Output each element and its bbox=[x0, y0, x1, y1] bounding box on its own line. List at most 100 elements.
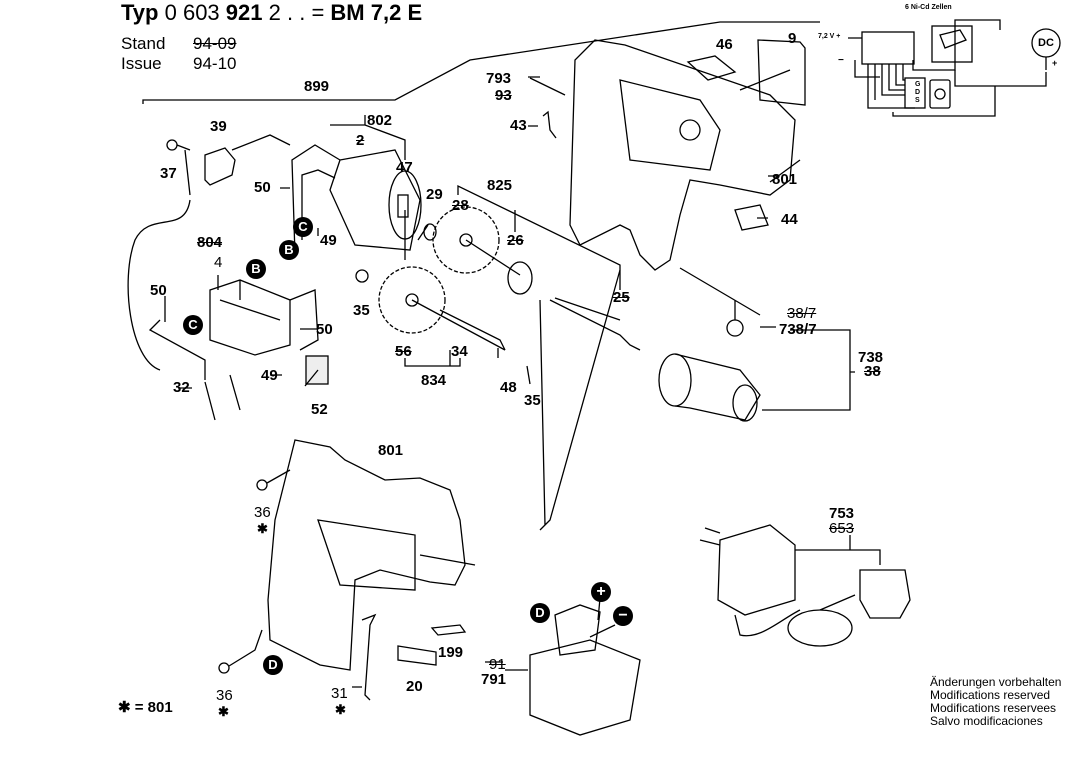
part-label-35-left: 35 bbox=[353, 302, 370, 319]
chuck-drawing bbox=[658, 353, 761, 422]
housing-half-left bbox=[267, 439, 476, 671]
typ-number-light: 0 603 bbox=[164, 0, 220, 25]
part-label-50-motor: 50 bbox=[254, 179, 271, 196]
part-label-31: 31 bbox=[331, 685, 348, 702]
gear-drawings bbox=[355, 206, 533, 351]
circuit-title: 6 Ni-Cd Zellen bbox=[905, 4, 952, 11]
wire-49 bbox=[301, 169, 336, 240]
part-label-49-switch: 49 bbox=[261, 367, 278, 384]
part-label-36-bottom: 36 bbox=[216, 687, 233, 704]
part-label-35-right: 35 bbox=[524, 392, 541, 409]
spindle-drawing bbox=[549, 297, 641, 351]
circuit-voltage-plus: 7,2 V + bbox=[818, 33, 841, 40]
circuit-pin-d: D bbox=[915, 89, 921, 96]
part-label-793: 793 bbox=[486, 70, 512, 87]
part-44-drawing bbox=[734, 204, 769, 231]
part-label-46: 46 bbox=[716, 36, 733, 53]
bracket-899 bbox=[142, 21, 820, 104]
stand-value: 94-09 bbox=[193, 34, 237, 53]
part-label-804: 804 bbox=[197, 234, 223, 251]
circuit-diagram bbox=[848, 19, 1061, 117]
star-mark-31: ✱ bbox=[335, 702, 346, 717]
part-label-2: 2 bbox=[356, 132, 365, 149]
part-label-38-7: 38/7 bbox=[787, 305, 817, 322]
part-label-44: 44 bbox=[781, 211, 798, 228]
part-label-801-housing-right: 801 bbox=[772, 171, 798, 188]
part-31-drawing bbox=[361, 613, 377, 701]
model-title: Typ 0 603 921 2 . . = BM 7,2 E bbox=[121, 0, 422, 26]
marker-b-switch: B bbox=[246, 259, 266, 279]
wire-50 bbox=[291, 144, 341, 256]
chuck-key-drawing bbox=[679, 267, 761, 320]
charger-drawing bbox=[699, 524, 911, 647]
marker-c-switch: C bbox=[183, 315, 203, 335]
part-label-899: 899 bbox=[304, 78, 330, 95]
housing-half-right bbox=[569, 39, 796, 271]
part-label-48: 48 bbox=[500, 379, 517, 396]
marker-b-motor: B bbox=[279, 240, 299, 260]
note-spanish: Salvo modificaciones bbox=[930, 714, 1043, 728]
part-label-32: 32 bbox=[173, 379, 190, 396]
part-label-753: 753 bbox=[829, 505, 855, 522]
part-label-791: 791 bbox=[481, 671, 507, 688]
label-199-drawing bbox=[430, 624, 467, 636]
part-label-49-motor: 49 bbox=[320, 232, 337, 249]
part-label-802: 802 bbox=[367, 112, 393, 129]
part-label-28: 28 bbox=[452, 197, 469, 214]
part-label-34: 34 bbox=[451, 343, 468, 360]
issue-label: Issue bbox=[121, 54, 162, 73]
part-label-39: 39 bbox=[210, 118, 227, 135]
part-label-26: 26 bbox=[507, 232, 524, 249]
marker-minus-terminal: − bbox=[613, 606, 633, 626]
part-label-52: 52 bbox=[311, 401, 328, 418]
bracket-738 bbox=[762, 329, 855, 411]
part-label-834: 834 bbox=[421, 372, 447, 389]
circuit-minus: − bbox=[838, 55, 844, 66]
part-label-199: 199 bbox=[438, 644, 464, 661]
bracket-753 bbox=[795, 535, 881, 565]
part-label-29: 29 bbox=[426, 186, 443, 203]
marker-d-housing: D bbox=[263, 655, 283, 675]
typ-suffix: 2 . . = bbox=[268, 0, 325, 25]
part-label-43: 43 bbox=[510, 117, 527, 134]
part-label-9: 9 bbox=[788, 30, 797, 47]
bracket-825 bbox=[457, 184, 621, 290]
note-french: Modifications reservees bbox=[930, 701, 1057, 715]
part-label-801-housing-left: 801 bbox=[378, 442, 404, 459]
part-label-37: 37 bbox=[160, 165, 177, 182]
part-label-56: 56 bbox=[395, 343, 412, 360]
part-label-20: 20 bbox=[406, 678, 423, 695]
part-label-93: 93 bbox=[495, 87, 512, 104]
label-20-drawing bbox=[397, 645, 437, 666]
star-mark-36-bottom: ✱ bbox=[218, 704, 229, 719]
part-label-25: 25 bbox=[613, 289, 630, 306]
part-label-91: 91 bbox=[489, 656, 506, 673]
part-39-drawing bbox=[204, 147, 236, 186]
part-label-50-switch-right: 50 bbox=[316, 321, 333, 338]
note-english: Modifications reserved bbox=[930, 688, 1051, 702]
battery-pack-drawing bbox=[529, 604, 641, 736]
star-legend: ✱ = 801 bbox=[118, 699, 173, 716]
part-label-38: 38 bbox=[864, 363, 881, 380]
part-label-738: 738 bbox=[858, 349, 884, 366]
circuit-pin-g: G bbox=[915, 81, 921, 88]
part-label-738-7: 738/7 bbox=[779, 321, 817, 338]
modification-notes: Änderungen vorbehalten Modifications res… bbox=[930, 676, 1061, 728]
part-label-36-top: 36 bbox=[254, 504, 271, 521]
typ-prefix: Typ bbox=[121, 0, 159, 25]
marker-plus-terminal: + bbox=[591, 582, 611, 602]
note-german: Änderungen vorbehalten bbox=[930, 675, 1062, 689]
part-46-drawing bbox=[686, 55, 737, 81]
circuit-motor-dc: DC bbox=[1038, 37, 1054, 49]
typ-number-bold: 921 bbox=[225, 0, 263, 25]
part-label-50-switch-left: 50 bbox=[150, 282, 167, 299]
marker-d-battery: D bbox=[530, 603, 550, 623]
circuit-pin-s: S bbox=[915, 97, 920, 104]
star-mark-36-top: ✱ bbox=[257, 521, 268, 536]
part-label-653: 653 bbox=[829, 520, 855, 537]
part-9-drawing bbox=[757, 39, 806, 106]
part-label-825: 825 bbox=[487, 177, 513, 194]
part-label-4: 4 bbox=[214, 254, 223, 271]
